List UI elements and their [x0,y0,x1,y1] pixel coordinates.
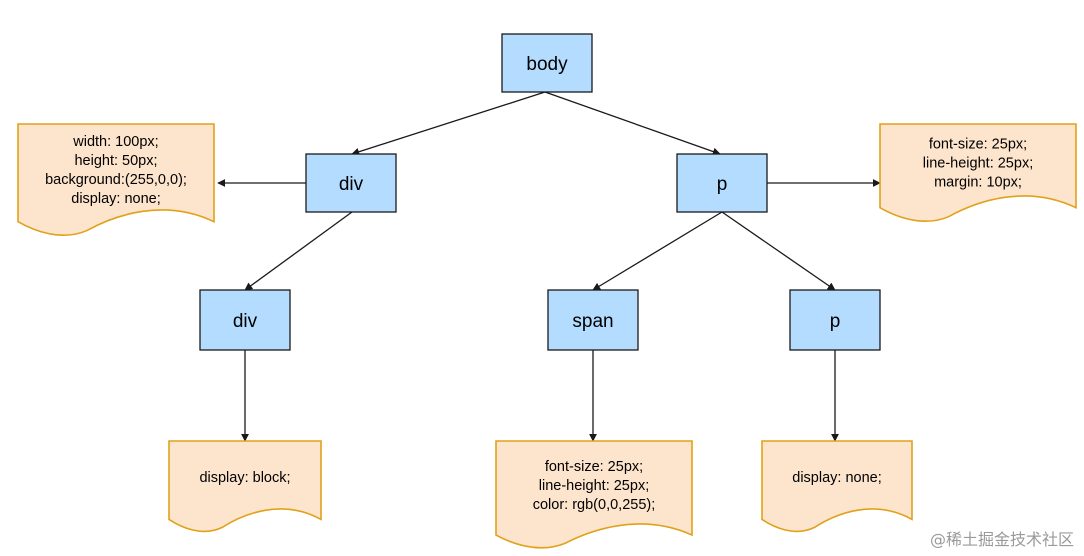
node-p1: p [676,153,768,213]
node-box [547,289,639,351]
node-p2: p [789,289,881,351]
edge-p1-to-span [592,211,723,291]
node-box [676,153,768,213]
node-label: p [830,311,841,332]
node-label: p [717,174,728,195]
note-line: color: rgb(0,0,255); [533,497,656,513]
node-box [199,289,291,351]
note-line: font-size: 25px; [545,459,643,475]
node-box [305,153,397,213]
node-div2: div [199,289,291,351]
note-line: line-height: 25px; [923,156,1033,172]
node-label: span [572,311,613,332]
node-box [501,33,593,93]
note-shape [495,440,693,549]
node-body: body [501,33,593,93]
edge-div1-to-div2 [244,211,353,291]
note-shape [761,440,913,533]
style-note-div2-style: display: block; [168,440,322,533]
note-line: display: none; [792,470,881,486]
note-shape [879,123,1077,222]
note-line: display: block; [199,470,290,486]
node-label: body [526,54,568,75]
style-note-span-style: font-size: 25px; line-height: 25px; color:… [495,440,693,549]
note-line: margin: 10px; [934,175,1022,191]
node-span: span [547,289,639,351]
edge-body-to-div1 [351,91,546,156]
style-note-p1-style: font-size: 25px; line-height: 25px; margin… [879,123,1077,222]
edge-p1-to-p2 [721,211,836,291]
watermark: @稀土掘金技术社区 [929,530,1074,549]
node-div1: div [305,153,397,213]
note-shape [17,123,215,236]
note-line: height: 50px; [74,153,157,169]
note-shape [168,440,322,533]
note-line: display: none; [71,191,160,207]
note-line: font-size: 25px; [929,137,1027,153]
note-line: width: 100px; [72,134,158,150]
node-label: div [339,174,364,195]
style-note-div1-style: width: 100px; height: 50px; background:(25… [17,123,215,236]
note-line: line-height: 25px; [539,478,649,494]
edge-body-to-p1 [544,91,721,156]
node-box [789,289,881,351]
node-label: div [233,311,258,332]
style-note-p2-style: display: none; [761,440,913,533]
note-line: background:(255,0,0); [45,172,187,188]
